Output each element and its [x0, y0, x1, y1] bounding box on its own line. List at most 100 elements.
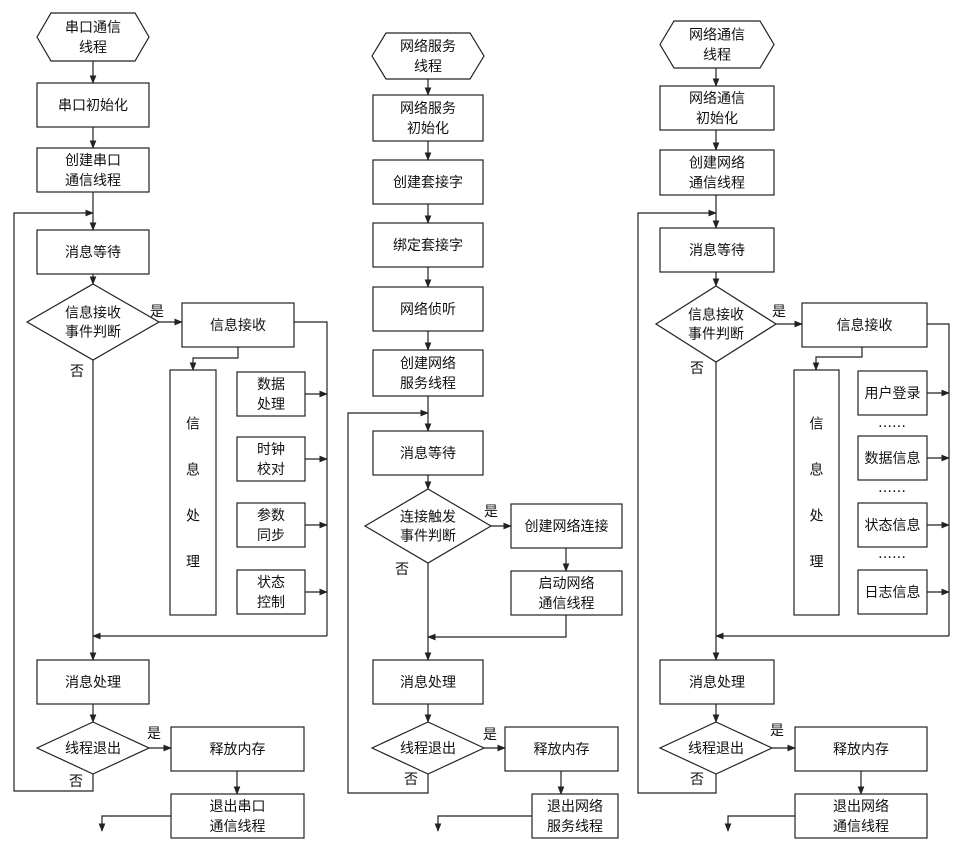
netsvc-wait-box: [372, 430, 484, 476]
netcomm-end-exit-arrow: [724, 815, 795, 832]
netcomm-recv-box-text-1: 信息接收: [837, 317, 893, 334]
serial-decision-diamond: [25, 283, 161, 361]
serial-create-box-text-1: 创建串口: [65, 153, 121, 169]
serial-yes-label: 是: [150, 304, 164, 320]
netcomm-release-box-text-1: 释放内存: [833, 742, 889, 758]
serial-recv-box: [181, 302, 295, 348]
serial-sub-param-box-text-2: 同步: [257, 528, 285, 544]
serial-end-box: [170, 793, 305, 839]
serial-start-hexagon-text-1: 串口通信: [65, 20, 121, 36]
serial-release-box: [170, 726, 305, 772]
serial-sub-data-box-text-2: 处理: [257, 397, 285, 413]
serial-proc-box-text-1: 信: [186, 417, 200, 433]
serial-create-box-text-2: 通信线程: [65, 173, 121, 189]
serial-recv-box-text-1: 信息接收: [210, 317, 266, 334]
serial-sub-param-box: [236, 502, 306, 548]
netsvc-startthread-box-text-1: 启动网络: [539, 576, 595, 592]
netsvc-conn-box: [510, 503, 623, 549]
serial-loop-back: [13, 209, 94, 792]
netcomm-create-box-text-1: 创建网络: [689, 156, 745, 172]
netcomm-dots-3: ……: [878, 546, 906, 562]
netcomm-sub-log-box-text-1: 日志信息: [865, 584, 921, 601]
netsvc-exit-yes-label: 是: [483, 727, 497, 743]
netcomm-sub-login-box-text-1: 用户登录: [865, 385, 921, 402]
netsvc-decision-diamond-text-1: 连接触发: [400, 509, 456, 526]
netsvc-loop-back: [347, 409, 429, 794]
netcomm-end-box-text-1: 退出网络: [833, 799, 889, 815]
netcomm-sub-login-box: [857, 370, 928, 416]
netsvc-conn-box-text-1: 创建网络连接: [525, 518, 609, 535]
netcomm-sub-data-box-text-1: 数据信息: [865, 450, 921, 467]
netsvc-startthread-box-text-2: 通信线程: [539, 596, 595, 612]
netsvc-create-box-text-1: 创建网络: [400, 356, 456, 372]
netsvc-wait-box-text-1: 消息等待: [400, 445, 456, 462]
netsvc-decision-diamond: [363, 488, 493, 564]
netcomm-exit-yes-label: 是: [770, 723, 784, 739]
serial-sub-state-box-text-1: 状态: [257, 575, 285, 591]
serial-sub-clock-box: [236, 436, 306, 482]
netsvc-startthread-return: [427, 615, 567, 641]
netsvc-create-box-text-2: 服务线程: [400, 376, 456, 392]
netcomm-start-hexagon-text-2: 线程: [703, 48, 731, 64]
serial-recv-right-bus: [294, 321, 328, 636]
netcomm-end-box-text-2: 通信线程: [833, 819, 889, 835]
netsvc-exit-no-label: 否: [404, 772, 418, 788]
serial-exit-diamond-text-1: 线程退出: [65, 741, 121, 757]
netcomm-proc-box-text-1: 信: [810, 417, 824, 433]
netsvc-end-box-text-1: 退出网络: [547, 799, 603, 815]
netcomm-start-hexagon: [659, 20, 775, 69]
netsvc-init-box-text-2: 初始化: [407, 120, 449, 137]
netcomm-sub-state-box: [857, 502, 928, 548]
netcomm-yes-label: 是: [772, 304, 786, 320]
serial-end-box-text-2: 通信线程: [210, 819, 266, 835]
netcomm-wait-box: [659, 227, 775, 273]
serial-release-box-text-1: 释放内存: [210, 742, 266, 758]
netcomm-wait-box-text-1: 消息等待: [689, 242, 745, 259]
netcomm-recv-to-proc: [812, 347, 863, 371]
serial-proc-box-text-3: 处: [186, 509, 200, 525]
netcomm-exit-diamond-text-1: 线程退出: [688, 741, 744, 757]
serial-wait-box-text-1: 消息等待: [65, 244, 121, 261]
netsvc-bind-box-text-1: 绑定套接字: [393, 237, 463, 254]
serial-exit-no-label: 否: [69, 774, 83, 790]
netsvc-start-hexagon-text-1: 网络服务: [400, 39, 456, 55]
netcomm-proc-box-text-3: 处: [810, 509, 824, 525]
netcomm-init-box-text-2: 初始化: [696, 110, 738, 127]
serial-decision-diamond-text-2: 事件判断: [65, 325, 121, 341]
netsvc-release-box-text-1: 释放内存: [534, 742, 590, 758]
serial-end-box-text-1: 退出串口: [210, 799, 266, 815]
serial-proc-box-text-4: 理: [186, 555, 200, 571]
netcomm-init-box: [659, 85, 775, 131]
netcomm-start-hexagon-text-1: 网络通信: [689, 28, 745, 44]
netcomm-msg-box-text-1: 消息处理: [689, 674, 745, 691]
netcomm-loop-back: [637, 209, 717, 794]
netcomm-decision-diamond-text-2: 事件判断: [688, 327, 744, 343]
serial-sub-state-box-text-2: 控制: [257, 595, 285, 611]
netcomm-dots-2: ……: [878, 480, 906, 496]
netsvc-exit-diamond-text-1: 线程退出: [400, 741, 456, 757]
netsvc-msg-box: [372, 659, 484, 705]
netcomm-proc-box-text-4: 理: [810, 555, 824, 571]
serial-proc-box: [169, 369, 217, 616]
serial-sub-data-box: [236, 371, 306, 417]
netsvc-startthread-box: [510, 570, 623, 616]
serial-msg-box: [36, 659, 150, 705]
netcomm-proc-box-text-2: 息: [810, 462, 824, 479]
netsvc-listen-box-text-1: 网络侦听: [400, 302, 456, 318]
serial-sub-param-box-text-1: 参数: [257, 507, 285, 524]
netcomm-create-box: [659, 149, 775, 196]
serial-init-box-text-1: 串口初始化: [58, 97, 128, 114]
serial-start-hexagon-text-2: 线程: [79, 40, 107, 56]
netcomm-exit-no-label: 否: [690, 772, 704, 788]
netsvc-no-label: 否: [395, 562, 409, 578]
netsvc-end-box-text-2: 服务线程: [547, 819, 603, 835]
netsvc-init-box-text-1: 网络服务: [400, 101, 456, 117]
netsvc-decision-diamond-text-2: 事件判断: [400, 529, 456, 545]
netcomm-sub-state-box-text-1: 状态信息: [865, 517, 921, 534]
netsvc-start-hexagon: [371, 32, 485, 80]
netsvc-init-box: [372, 94, 484, 142]
serial-wait-box: [36, 229, 150, 275]
netsvc-end-box: [531, 793, 619, 839]
serial-recv-to-proc: [189, 347, 239, 371]
netsvc-yes-label: 是: [484, 504, 498, 520]
